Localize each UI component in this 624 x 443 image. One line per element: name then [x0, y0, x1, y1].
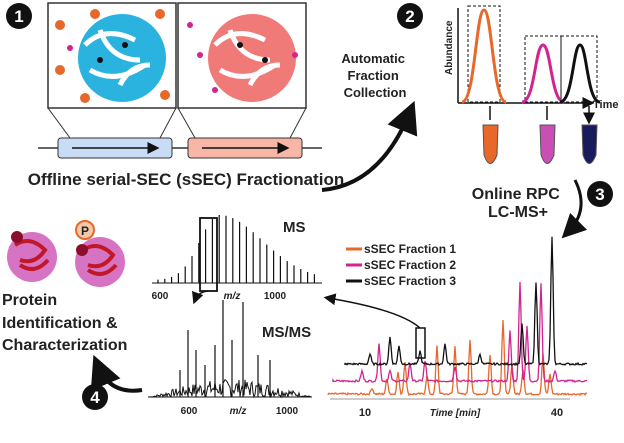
ms-title: MS	[283, 219, 306, 236]
tick-label: 40	[551, 407, 563, 419]
lcms-label: Online RPC LC-MS+	[472, 186, 564, 221]
chromatogram-trace-fraction-1	[327, 319, 588, 397]
tick-label: 1000	[276, 406, 299, 417]
curved-arrow-to-collection	[321, 100, 418, 192]
peak-fraction-1	[461, 8, 507, 104]
protein-label: Protein Identification & Characterizatio…	[2, 292, 127, 354]
peak-fraction-3	[559, 43, 601, 104]
sec-column-red-zoom	[177, 2, 307, 109]
phosphate-label: P	[81, 224, 89, 238]
svg-text:2: 2	[405, 7, 414, 26]
step-3-badge: 3	[587, 181, 613, 207]
ms-spectrum: MS 600 1000 m/z	[152, 215, 322, 305]
arrow-to-ms	[323, 293, 421, 329]
tick-label: 600	[181, 406, 198, 417]
chromatogram-trace-fraction-2	[332, 281, 588, 384]
fraction-collection-plot: Abundance Time	[444, 5, 618, 164]
collection-tubes	[482, 106, 597, 164]
step-4-badge: 4	[82, 384, 108, 410]
legend-entry: sSEC Fraction 2	[364, 258, 456, 272]
arrow-to-chromatogram	[561, 179, 588, 239]
tick-label: 10	[359, 407, 371, 419]
fractionation-label: Offline serial-SEC (sSEC) Fractionation	[28, 170, 344, 189]
arrow-to-msms	[192, 290, 209, 305]
tick-label: 1000	[264, 291, 287, 302]
step-1-badge: 1	[6, 3, 32, 29]
peak-fraction-2	[521, 43, 565, 104]
arrow-to-protein	[90, 354, 143, 393]
sec-columns	[38, 107, 322, 159]
selection-box	[199, 217, 218, 292]
step-2-badge: 2	[397, 3, 423, 29]
y-axis-label: Abundance	[444, 20, 455, 75]
legend: sSEC Fraction 1 sSEC Fraction 2 sSEC Fra…	[346, 242, 456, 288]
msms-noise	[149, 378, 312, 399]
collection-label: Automatic Fraction Collection	[341, 51, 408, 100]
x-axis-label: m/z	[224, 291, 241, 302]
legend-entry: sSEC Fraction 3	[364, 274, 456, 288]
msms-title: MS/MS	[262, 324, 311, 341]
msms-spectrum: MS/MS 600 1000 m/z	[148, 300, 312, 417]
tick-label: 600	[152, 291, 169, 302]
protein-structure	[7, 231, 57, 282]
svg-text:3: 3	[595, 185, 604, 204]
sec-column-blue-zoom	[47, 2, 177, 109]
chromatogram: 10 40 Time [min] sSEC Fraction 1 sSEC Fr…	[323, 236, 588, 419]
phosphorylated-protein-structure: P	[75, 220, 125, 287]
x-axis-label: m/z	[230, 406, 247, 417]
selection-box	[415, 327, 426, 359]
step-number: 1	[14, 7, 23, 26]
legend-entry: sSEC Fraction 1	[364, 242, 456, 256]
phosphate-badge	[75, 220, 95, 240]
chromatogram-trace-fraction-3	[344, 236, 588, 367]
x-axis-label: Time [min]	[430, 408, 481, 419]
svg-text:4: 4	[90, 388, 100, 407]
